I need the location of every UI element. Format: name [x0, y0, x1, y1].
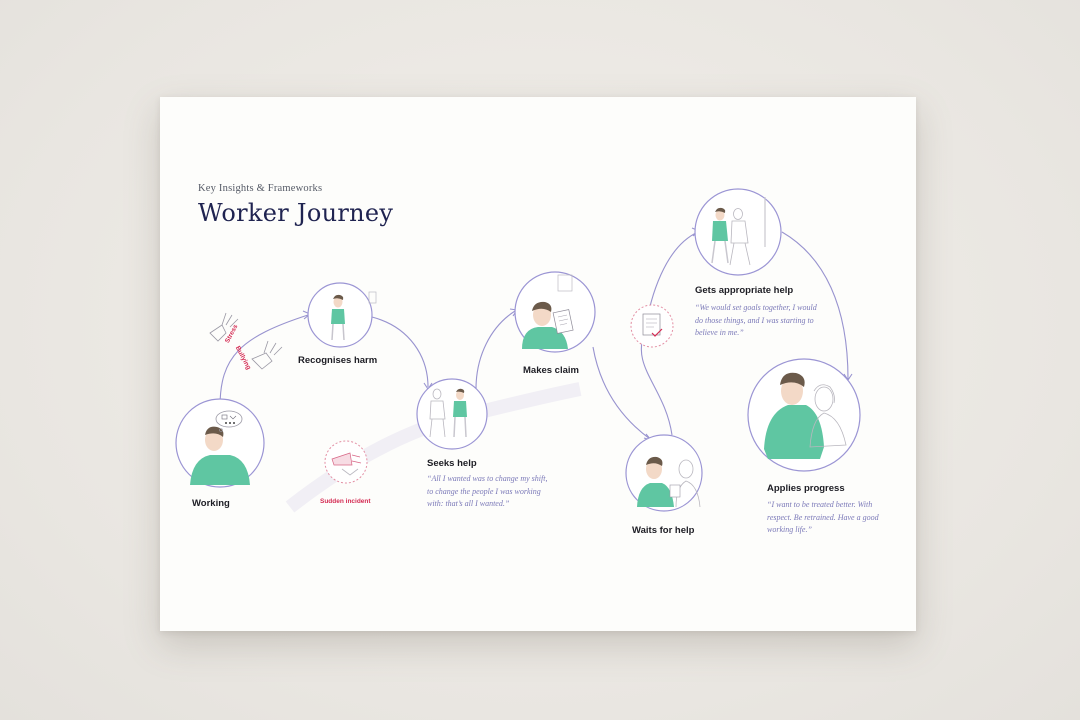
path-gets-to-applies — [781, 231, 849, 380]
stage-label-makes-claim: Makes claim — [523, 365, 579, 376]
page-title: Worker Journey — [198, 199, 394, 227]
stage-label-recognises-harm: Recognises harm — [298, 355, 378, 366]
hands-icon — [209, 312, 283, 370]
stage-label-seeks-help: Seeks help — [427, 458, 477, 469]
stage-illustration-working — [175, 398, 265, 488]
stage-illustration-recognises-harm — [307, 282, 377, 348]
quote-seeks-help: “All I wanted was to change my shift, to… — [427, 474, 548, 508]
sudden-incident-label: Sudden incident — [320, 498, 371, 505]
stage-label-gets-appropriate-help: Gets appropriate help — [695, 285, 794, 296]
stage-illustration-gets-appropriate-help — [694, 188, 782, 276]
journey-card: Key Insights & Frameworks Worker Journey… — [160, 97, 916, 631]
path-seeks-to-claim — [475, 310, 516, 390]
stage-label-working: Working — [192, 498, 230, 509]
quote-applies-progress: “I want to be treated better. With respe… — [767, 500, 879, 534]
megaphone-icon — [324, 440, 368, 484]
stage-label-waits-for-help: Waits for help — [632, 525, 695, 536]
thought-bubble-icon — [215, 410, 243, 432]
stage-illustration-makes-claim — [514, 271, 596, 353]
journey-diagram — [175, 188, 861, 513]
document-checklist-icon — [630, 304, 674, 348]
stage-illustration-applies-progress — [747, 358, 861, 472]
quote-gets-appropriate-help: “We would set goals together, I would do… — [695, 303, 817, 337]
path-working-to-harm — [219, 314, 309, 408]
stage-illustration-seeks-help — [416, 378, 488, 450]
path-harm-to-seeks — [371, 316, 429, 388]
eyebrow-label: Key Insights & Frameworks — [198, 183, 323, 194]
document-icon — [552, 309, 574, 334]
stage-label-applies-progress: Applies progress — [767, 483, 845, 494]
path-claim-to-waits — [592, 346, 651, 440]
stage-illustration-waits-for-help — [625, 434, 703, 512]
